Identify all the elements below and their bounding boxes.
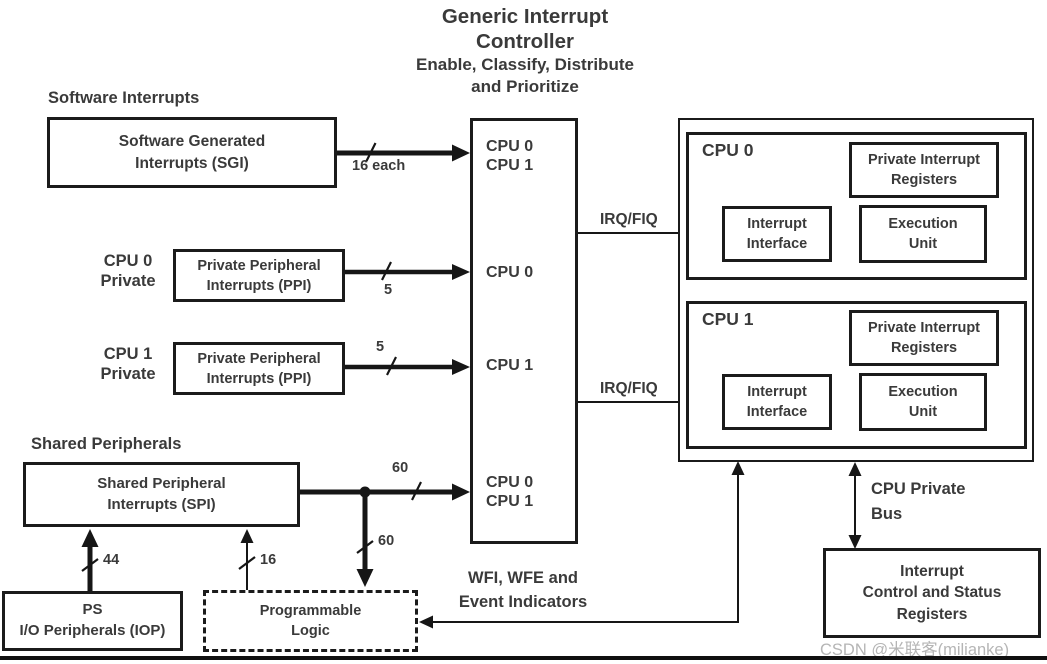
wfi-line-2: Event Indicators [458, 593, 588, 611]
cpu-private-bus-line-2: Bus [871, 505, 903, 523]
cpu1-eu-line-1: Execution [888, 384, 958, 400]
pl-line-1: Programmable [259, 603, 362, 619]
cpu0-private-line-1: CPU 0 [103, 252, 153, 270]
ps-line-2: I/O Peripherals (IOP) [19, 622, 166, 639]
ppi1-line-1: Private Peripheral [197, 350, 321, 367]
irq-fiq-label-cpu1: IRQ/FIQ [600, 380, 658, 397]
cpu-private-bus-label: CPU Private Bus [871, 477, 965, 527]
software-interrupts-label: Software Interrupts [48, 89, 200, 107]
cpu0-private-line-2: Private [100, 272, 156, 290]
cpu1-private-label: CPU 1 Private [88, 344, 168, 384]
spi-line-2: Interrupts (SPI) [107, 495, 216, 513]
ppi0-line-2: Interrupts (PPI) [206, 277, 312, 294]
title-line-2: Controller [476, 30, 574, 53]
gic-channel-spi-line-2: CPU 1 [486, 493, 534, 510]
ppi0-line-1: Private Peripheral [197, 257, 321, 274]
ppi0-bus-width-label: 5 [384, 282, 393, 298]
diagram-title: Generic Interrupt Controller Enable, Cla… [375, 4, 675, 98]
pl-line-2: Logic [291, 623, 330, 639]
spi-bus-width-label: 60 [392, 460, 409, 476]
icsr-line-2: Control and Status [862, 584, 1002, 602]
ppi1-to-gic-arrow [345, 356, 470, 376]
bottom-rule [0, 656, 1047, 660]
sgi-line-2: Interrupts (SGI) [135, 154, 249, 172]
cpu1-ii-line-1: Interrupt [747, 384, 807, 400]
cpu1-pir-line-2: Registers [890, 340, 958, 356]
cpu1-interrupt-interface-box: Interrupt Interface [722, 374, 832, 430]
cpu0-pir-line-1: Private Interrupt [868, 152, 980, 168]
ppi1-box: Private Peripheral Interrupts (PPI) [173, 342, 345, 395]
irq-fiq-label-cpu0: IRQ/FIQ [600, 211, 658, 228]
cpu0-eu-line-1: Execution [888, 216, 958, 232]
gic-channel-sgi: CPU 0 CPU 1 [486, 137, 533, 175]
spi-line-1: Shared Peripheral [97, 474, 226, 492]
cpu0-pir-line-2: Registers [890, 172, 958, 188]
cpu0-ii-line-2: Interface [746, 236, 808, 252]
spi-branch-to-pl-arrow [356, 492, 374, 587]
sgi-box: Software Generated Interrupts (SGI) [47, 117, 337, 188]
subtitle-line-1: Enable, Classify, Distribute [416, 55, 634, 74]
cpu0-private-interrupt-registers-box: Private Interrupt Registers [849, 142, 999, 198]
spi-box: Shared Peripheral Interrupts (SPI) [23, 462, 300, 527]
ppi1-line-2: Interrupts (PPI) [206, 370, 312, 387]
ps-line-1: PS [82, 601, 103, 619]
ps-iop-box: PS I/O Peripherals (IOP) [2, 591, 183, 651]
spi-to-gic-arrow [300, 481, 470, 501]
wfi-wfe-event-label: WFI, WFE and Event Indicators [438, 566, 608, 614]
ps-to-spi-arrow [81, 529, 99, 591]
gic-channel-spi-line-1: CPU 0 [486, 474, 534, 491]
cpu1-title: CPU 1 [702, 309, 754, 329]
cpu0-private-label: CPU 0 Private [88, 251, 168, 291]
junction-dot [359, 486, 371, 498]
cpu-private-bus-line [848, 462, 862, 549]
icsr-line-1: Interrupt [900, 562, 964, 580]
title-line-1: Generic Interrupt [441, 5, 609, 28]
gic-channel-sgi-line-1: CPU 0 [486, 138, 534, 155]
gic-channel-spi: CPU 0 CPU 1 [486, 473, 533, 511]
cpu1-private-line-2: Private [100, 365, 156, 383]
wfi-line-1: WFI, WFE and [468, 569, 578, 587]
icsr-line-3: Registers [896, 605, 968, 623]
cpu1-execution-unit-box: Execution Unit [859, 373, 987, 431]
cpu0-interrupt-interface-box: Interrupt Interface [722, 206, 832, 262]
pl-bus-width-label: 16 [260, 552, 277, 568]
gic-channel-sgi-line-2: CPU 1 [486, 157, 534, 174]
programmable-logic-box: Programmable Logic [203, 590, 418, 652]
cpu1-eu-line-2: Unit [908, 404, 938, 420]
cpu1-private-line-1: CPU 1 [103, 345, 153, 363]
gic-channel-ppi1: CPU 1 [486, 357, 534, 374]
cpu0-execution-unit-box: Execution Unit [859, 205, 987, 263]
cpu0-eu-line-2: Unit [908, 236, 938, 252]
ps-bus-width-label: 44 [103, 552, 120, 568]
branch-bus-width-label: 60 [378, 533, 395, 549]
cpu1-pir-line-1: Private Interrupt [868, 320, 980, 336]
gic-box [470, 118, 578, 544]
cpu0-ii-line-1: Interrupt [747, 216, 807, 232]
gic-channel-ppi0: CPU 0 [486, 264, 534, 281]
sgi-line-1: Software Generated [118, 133, 266, 151]
cpu0-title: CPU 0 [702, 140, 754, 160]
pl-to-spi-arrow [238, 529, 256, 590]
shared-peripherals-label: Shared Peripherals [31, 435, 182, 453]
sgi-bus-width-label: 16 each [352, 158, 406, 174]
subtitle-line-2: and Prioritize [471, 77, 579, 96]
cpu1-ii-line-2: Interface [746, 404, 808, 420]
cpu-private-bus-line-1: CPU Private [871, 480, 966, 498]
ppi0-to-gic-arrow [345, 261, 470, 281]
ppi1-bus-width-label: 5 [376, 339, 385, 355]
watermark-text: CSDN @米联客(milianke) [820, 641, 1010, 659]
interrupt-control-status-registers-box: Interrupt Control and Status Registers [823, 548, 1041, 638]
cpu1-private-interrupt-registers-box: Private Interrupt Registers [849, 310, 999, 366]
ppi0-box: Private Peripheral Interrupts (PPI) [173, 249, 345, 302]
